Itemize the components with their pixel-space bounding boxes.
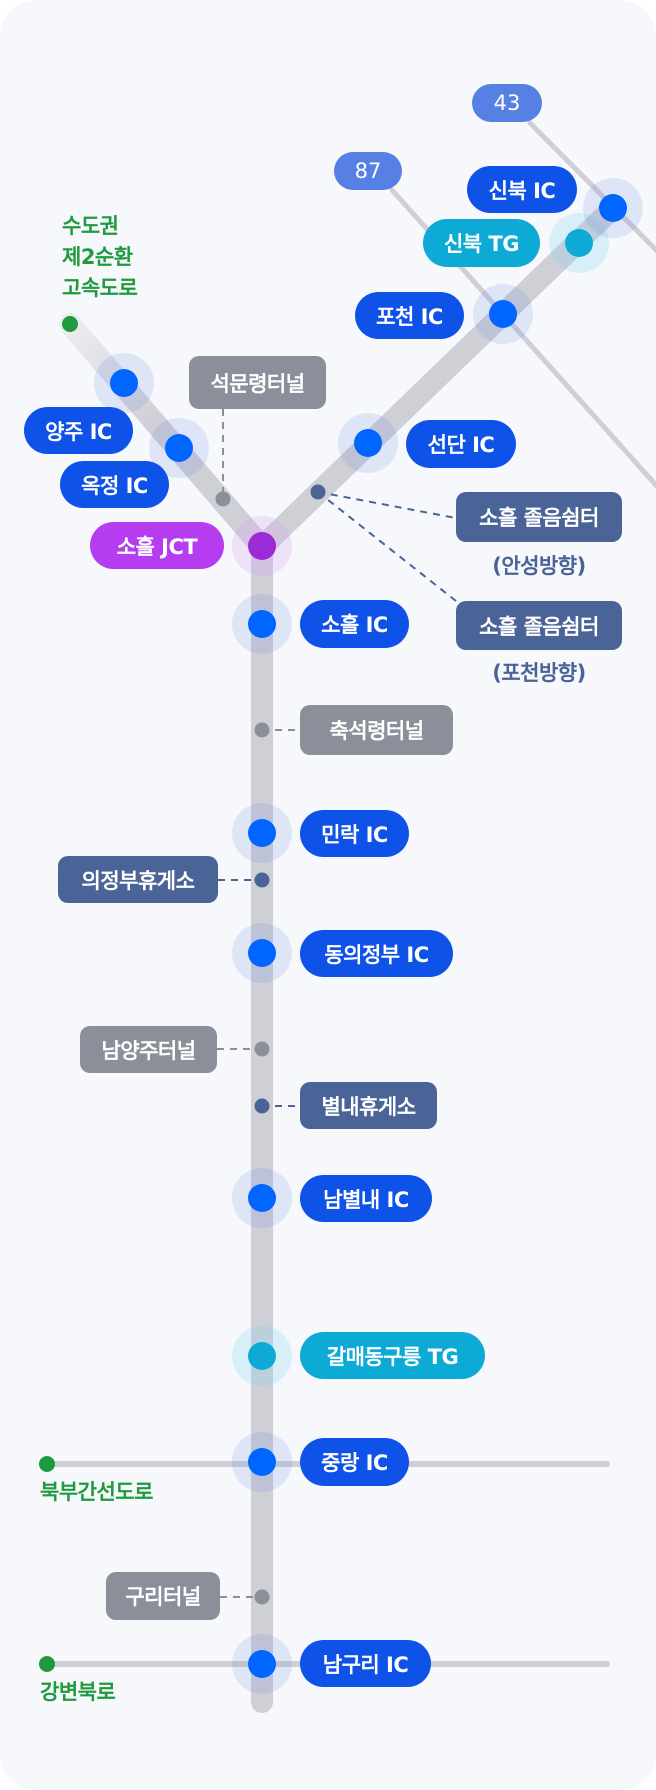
soheul-rest-pocheon-connector [317,491,457,602]
soheul-rest-anseong-label[interactable]: 소흘 졸음쉼터 [456,492,622,542]
namyangju-tunnel-node[interactable] [254,1041,270,1057]
left-branch-road [59,313,273,558]
sinbuk-tg-node[interactable] [549,213,609,273]
guri-tunnel-node[interactable] [254,1589,270,1605]
okjeong-ic-label[interactable]: 옥정 IC [60,461,169,508]
ring-expressway-label: 수도권 제2순환 고속도로 [62,211,138,304]
soheul-rest-pocheon-direction: (포천방향) [492,661,586,685]
soheul-jct-node[interactable] [232,516,292,576]
soheul-jct-label[interactable]: 소흘 JCT [90,522,224,569]
seondan-ic-label[interactable]: 선단 IC [406,420,516,468]
ring-expressway-label-line-1: 수도권 [62,214,119,238]
soheul-rest-node[interactable] [310,484,326,500]
dong-uijeongbu-ic-node[interactable] [232,923,292,983]
uijeongbu-rest-label[interactable]: 의정부휴게소 [58,856,218,903]
seondan-ic-node[interactable] [338,413,398,473]
soheul-ic-label[interactable]: 소흘 IC [300,600,409,648]
soheul-rest-anseong-direction: (안성방향) [492,554,586,578]
soheul-rest-anseong-connector [317,491,457,519]
seokmun-tunnel-label[interactable]: 석문령터널 [189,356,326,409]
galmae-tg-node[interactable] [232,1326,292,1386]
chukseok-tunnel-label[interactable]: 축석령터널 [300,705,453,755]
galmae-tg-label[interactable]: 갈매동구릉 TG [300,1332,485,1379]
sinbuk-ic-label[interactable]: 신북 IC [467,166,577,213]
dong-uijeongbu-ic-label[interactable]: 동의정부 IC [300,930,453,977]
gangbyeon-endpoint-dot [39,1656,55,1672]
jungnang-ic-label[interactable]: 중랑 IC [300,1438,409,1486]
yangju-ic-label[interactable]: 양주 IC [24,407,133,454]
byeollae-rest-node[interactable] [254,1098,270,1114]
bukbu-expressway-label: 북부간선도로 [40,1480,153,1504]
namyangju-tunnel-label[interactable]: 남양주터널 [80,1026,217,1073]
chukseok-tunnel-node[interactable] [254,722,270,738]
jungnang-ic-node[interactable] [232,1432,292,1492]
minrak-ic-node[interactable] [232,803,292,863]
byeollae-rest-label[interactable]: 별내휴게소 [300,1082,437,1129]
route-43-badge: 43 [472,84,542,122]
soheul-rest-pocheon-label[interactable]: 소흘 졸음쉼터 [456,601,622,650]
namguri-ic-label[interactable]: 남구리 IC [300,1640,431,1687]
pocheon-ic-node[interactable] [473,284,533,344]
soheul-ic-node[interactable] [232,594,292,654]
sinbuk-ic-node[interactable] [583,178,643,238]
ring-expressway-label-line-2: 제2순환 [62,245,133,269]
nambyeollae-ic-node[interactable] [232,1168,292,1228]
uijeongbu-rest-node[interactable] [254,872,270,888]
sinbuk-tg-label[interactable]: 신북 TG [423,219,540,267]
gangbyeon-road-label: 강변북로 [40,1680,116,1704]
minrak-ic-label[interactable]: 민락 IC [300,810,409,857]
nambyeollae-ic-label[interactable]: 남별내 IC [300,1175,432,1222]
okjeong-ic-node[interactable] [149,418,209,478]
ring-expressway-endpoint-dot [62,316,78,332]
pocheon-ic-label[interactable]: 포천 IC [355,292,464,339]
ring-expressway-label-line-3: 고속도로 [62,276,138,300]
bukbu-endpoint-dot [39,1456,55,1472]
namguri-ic-node[interactable] [232,1634,292,1694]
guri-tunnel-label[interactable]: 구리터널 [106,1572,220,1620]
route-87-badge: 87 [334,152,402,190]
yangju-ic-node[interactable] [94,353,154,413]
seokmun-tunnel-node[interactable] [215,491,231,507]
